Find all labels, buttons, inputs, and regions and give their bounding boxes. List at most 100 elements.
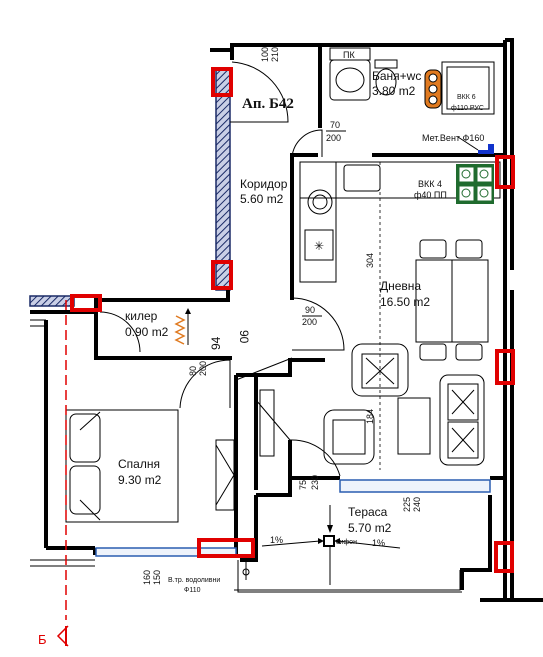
bedroom-wall-line (30, 319, 46, 327)
door-hinge-line-2 (255, 399, 291, 441)
vent-label: Мет.Вент Ф160 (422, 133, 484, 143)
kitchen-counter-left (299, 161, 337, 283)
door-dim-230: 230 (310, 475, 320, 490)
door-dim-200b: 200 (302, 317, 317, 327)
marker (494, 541, 514, 573)
party-wall-hatched (215, 67, 231, 291)
bedroom-area: 9.30 m2 (118, 473, 162, 487)
bath-name: Баня+wc (372, 69, 421, 83)
wall-living-door (256, 358, 325, 377)
drain-pipe: Ф110 (184, 587, 201, 594)
wall-right-top (503, 38, 514, 270)
vkk6-pipe-label: ф110 РУС (451, 105, 484, 112)
door-hinge-line (235, 357, 293, 381)
sifon-label: сифон (336, 539, 357, 546)
washing-machine (307, 189, 333, 215)
dim-225: 225 (402, 497, 412, 512)
marker (495, 155, 515, 189)
svg-text:✳: ✳ (314, 239, 324, 253)
chair (419, 343, 447, 361)
terrace-area: 5.70 m2 (348, 521, 392, 535)
walls (29, 38, 543, 602)
dim-150: 150 (152, 570, 162, 585)
corridor-name: Коридор (240, 177, 288, 191)
marker (197, 538, 255, 558)
door-closet (99, 311, 141, 353)
door-dim-80: 80 (188, 366, 198, 376)
markers (70, 67, 515, 573)
marker (70, 294, 102, 312)
vkk4-pipe-label: ф40 ПП (414, 190, 447, 200)
corridor-area: 5.60 m2 (240, 192, 284, 206)
toilet-tank (374, 59, 398, 69)
terrace-edge (237, 560, 462, 593)
living-window (339, 479, 491, 493)
bedroom-sill (30, 559, 95, 567)
wardrobe (215, 439, 235, 511)
doors (99, 61, 345, 477)
pk-label: ПК (343, 50, 355, 60)
wall-terrace-left-2 (240, 495, 258, 562)
pillow (69, 465, 101, 515)
section-arrow-icon (56, 625, 69, 647)
dim-90: 90 (237, 330, 251, 344)
shower-tray (441, 61, 495, 115)
section-line (56, 300, 69, 647)
vkk4-label: ВКК 4 (418, 179, 442, 189)
slope-left: 1% (270, 535, 283, 545)
door-dim-70: 70 (330, 120, 340, 130)
door-dim-100: 100 (260, 47, 270, 62)
living-name: Дневна (380, 279, 421, 293)
vent-leader (457, 136, 479, 151)
terrace-name: Тераса (348, 505, 388, 519)
dim-304: 304 (365, 253, 375, 268)
door-bedroom (179, 359, 231, 409)
shower-inner (446, 66, 490, 110)
vent-icon (478, 144, 494, 154)
marker (211, 260, 233, 290)
door-dim-200a: 200 (326, 133, 341, 143)
appliance (304, 229, 334, 261)
marker (495, 349, 515, 385)
door-dim-200c: 200 (198, 361, 208, 376)
door-dim-210: 210 (270, 47, 280, 62)
fixtures: ✳ (65, 45, 501, 585)
bedroom-window (95, 547, 237, 557)
chair (455, 239, 483, 259)
wall-terrace-right (460, 495, 492, 590)
apartment-title: Ап. Б42 (242, 96, 294, 112)
marker (211, 67, 233, 97)
door-corridor-entry (230, 61, 289, 123)
slope-right: 1% (372, 538, 385, 548)
drain-icon (323, 535, 335, 547)
pillow (69, 413, 101, 463)
wall-top-left (230, 43, 302, 60)
pipe-column (424, 69, 442, 109)
coffee-table (397, 397, 431, 455)
terrace-railing (234, 570, 461, 591)
vkk6-label: ВКК 6 (457, 94, 476, 101)
door-dim-90: 90 (305, 305, 315, 315)
dim-160: 160 (142, 570, 152, 585)
wall-corridor-bottom (94, 288, 230, 312)
drain-note: В.тр. водоливни (168, 577, 220, 584)
closet-name: килер (125, 309, 158, 323)
door-bath (291, 129, 323, 158)
chair (419, 239, 447, 259)
bath-area: 3.80 m2 (372, 84, 416, 98)
living-area: 16.50 m2 (380, 295, 430, 309)
bedroom-name: Спалня (118, 457, 160, 471)
kitchen-sink (343, 164, 381, 192)
wall-closet (94, 312, 232, 360)
closet-shelves (174, 315, 186, 345)
dim-240: 240 (412, 497, 422, 512)
sofa (439, 374, 485, 466)
thin-lines (30, 319, 491, 593)
stove (456, 164, 494, 204)
closet-area: 0.90 m2 (125, 325, 169, 339)
door-living (291, 297, 345, 351)
armchair (351, 343, 409, 397)
party-wall-hatched-left (29, 295, 75, 307)
sink-bowl (335, 67, 365, 93)
